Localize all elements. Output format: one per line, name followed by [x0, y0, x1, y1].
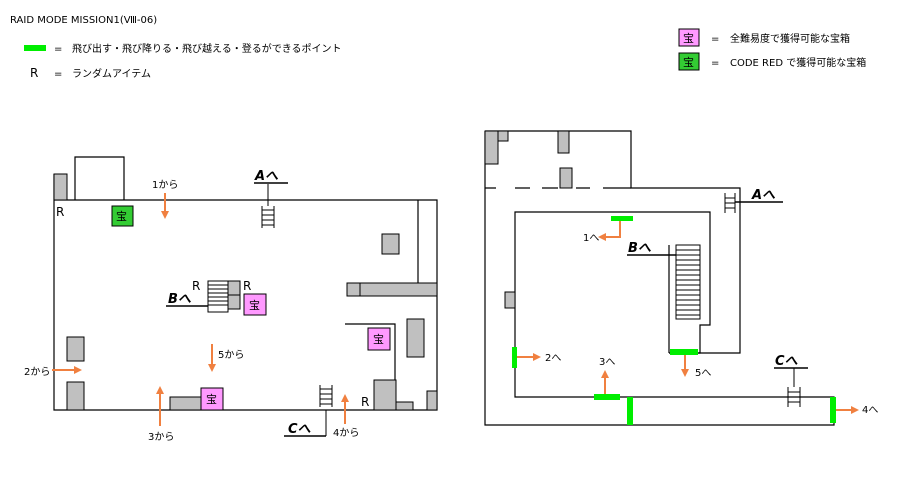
random-item-marker: R [243, 279, 251, 293]
left-ladder-a [254, 182, 288, 228]
label-to-c-right: Cへ [775, 354, 799, 369]
legend-pink-symbol: 宝 [683, 31, 694, 45]
right-map-blocks [484, 130, 573, 309]
legend-green-bar [24, 45, 46, 51]
right-arrows [517, 221, 859, 414]
right-ladder-a [724, 193, 783, 213]
legend-green-eq: = [711, 58, 719, 69]
right-stairs-b [627, 244, 701, 320]
legend-pink-text: 全難易度で獲得可能な宝箱 [730, 32, 850, 45]
label-to-2: 2へ [545, 353, 561, 364]
label-to-a-right: Aへ [751, 188, 776, 203]
legend-r-eq: = [54, 69, 62, 80]
random-item-marker: R [56, 205, 64, 219]
label-to-3: 3へ [599, 357, 615, 368]
chest-green-left: 宝 [111, 205, 134, 227]
label-from-1: 1から [152, 179, 178, 191]
legend: = 飛び出す・飛び降りる・飛び越える・登るができるポイント R = ランダムアイ… [24, 28, 866, 80]
legend-green-bar-eq: = [54, 44, 62, 55]
legend-green-symbol: 宝 [683, 55, 694, 69]
label-from-5: 5から [218, 349, 244, 361]
label-from-2: 2から [24, 366, 50, 378]
legend-pink-eq: = [711, 34, 719, 45]
label-from-4: 4から [333, 427, 359, 439]
label-to-5: 5へ [695, 368, 711, 379]
label-to-c-left: Cへ [288, 422, 312, 437]
svg-text:宝: 宝 [116, 209, 127, 223]
label-to-b-right: Bへ [628, 241, 652, 256]
jump-points [512, 216, 836, 425]
legend-pink-box [678, 28, 700, 47]
label-to-a-left: Aへ [254, 169, 279, 184]
left-arrows [52, 193, 349, 426]
svg-text:宝: 宝 [206, 392, 217, 406]
svg-text:宝: 宝 [373, 332, 384, 346]
svg-text:宝: 宝 [249, 298, 260, 312]
right-ladder-c [774, 367, 808, 407]
chest-pink-bottom: 宝 [200, 387, 224, 411]
chest-pink-center: 宝 [243, 293, 267, 316]
random-item-marker: R [361, 395, 369, 409]
left-stairs-b [166, 280, 229, 313]
legend-r-symbol: R [30, 66, 38, 80]
legend-green-bar-text: 飛び出す・飛び降りる・飛び越える・登るができるポイント [72, 42, 342, 55]
random-item-marker: R [192, 279, 200, 293]
left-ladder-c [284, 385, 333, 437]
legend-green-box [678, 52, 700, 71]
right-map [484, 130, 835, 426]
label-to-4: 4へ [862, 405, 878, 416]
legend-r-text: ランダムアイテム [72, 67, 151, 80]
chest-pink-right: 宝 [367, 327, 391, 351]
label-to-1: 1へ [583, 233, 599, 244]
left-map-blocks [53, 173, 438, 411]
legend-green-text: CODE RED で獲得可能な宝箱 [730, 56, 866, 69]
label-to-b-left: Bへ [168, 292, 192, 307]
page-title: RAID MODE MISSION1(Ⅷ-06) [10, 15, 157, 26]
label-from-3: 3から [148, 431, 174, 443]
